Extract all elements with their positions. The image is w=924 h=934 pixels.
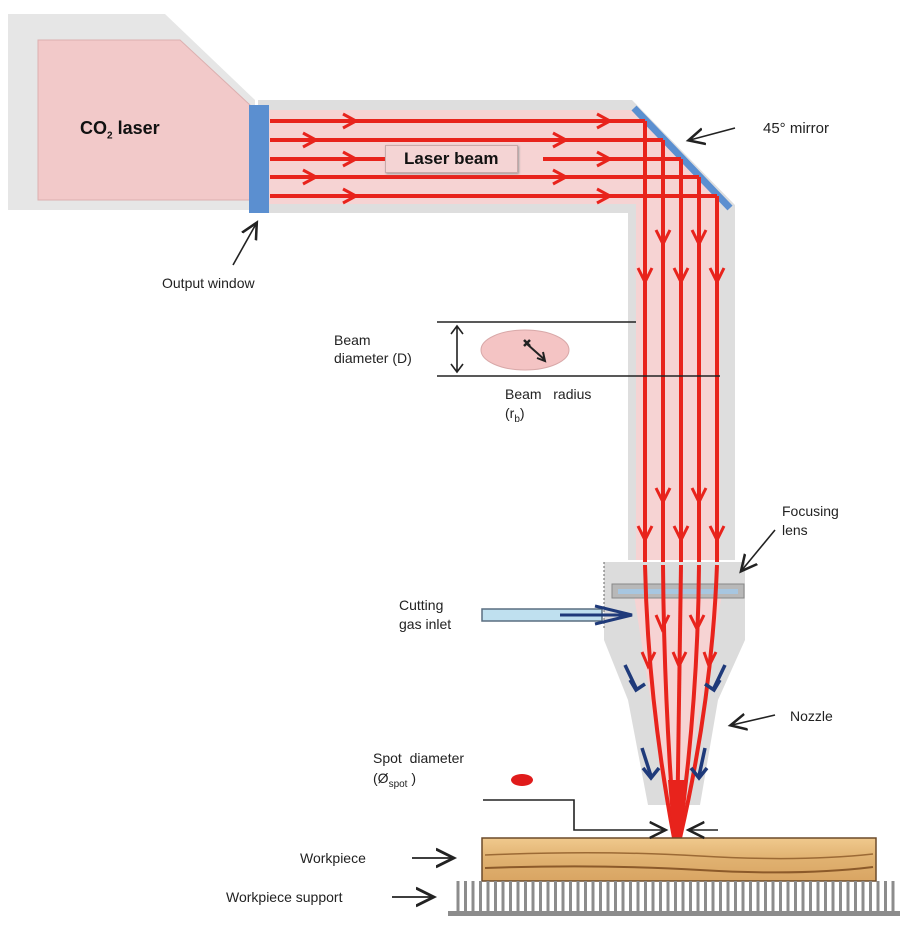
focusing-lens bbox=[618, 589, 738, 594]
gas-inlet-label-2: gas inlet bbox=[399, 616, 452, 632]
vertical-beam-arrowheads bbox=[636, 229, 726, 544]
nozzle-label: Nozzle bbox=[790, 708, 833, 724]
beam-cross-section bbox=[480, 329, 570, 371]
mirror-45 bbox=[631, 105, 733, 211]
output-window-pointer bbox=[232, 224, 256, 266]
output-window-label: Output window bbox=[162, 275, 255, 291]
workpiece bbox=[481, 837, 877, 882]
workpiece-support-label: Workpiece support bbox=[226, 889, 343, 905]
mirror-label: 45° mirror bbox=[763, 120, 830, 137]
horizontal-beam-arrowheads bbox=[302, 112, 614, 205]
spot-pointer bbox=[483, 799, 664, 830]
workpiece-support bbox=[456, 881, 895, 912]
spot-dot bbox=[511, 774, 533, 786]
spot-diameter-label-1: Spot diameter bbox=[373, 750, 465, 766]
beam-radius-label-1: Beam radius bbox=[505, 386, 592, 402]
gas-inlet-arrow bbox=[594, 604, 633, 626]
output-window bbox=[249, 105, 269, 213]
laser-beam-label: Laser beam bbox=[385, 145, 518, 173]
co2-laser-label: CO2 laser bbox=[80, 118, 160, 142]
workpiece-label: Workpiece bbox=[300, 850, 366, 866]
lens-pointer bbox=[742, 529, 776, 570]
converging-arrowheads bbox=[640, 614, 718, 670]
spot-diameter-label-2: (Øspot ) bbox=[373, 770, 417, 790]
focusing-lens-label-2: lens bbox=[782, 522, 808, 538]
nozzle-pointer bbox=[732, 715, 776, 725]
gas-inlet-label-1: Cutting bbox=[399, 597, 444, 613]
focused-spot-beam bbox=[668, 780, 686, 840]
beam-radius-label-2: (rb) bbox=[505, 405, 525, 425]
beam-diameter-arrow bbox=[450, 324, 464, 374]
beam-radius-arrow bbox=[526, 343, 547, 363]
gas-flow-arrows bbox=[623, 664, 727, 781]
beam-diameter-label-2: diameter (D) bbox=[334, 350, 412, 366]
mirror-pointer bbox=[690, 127, 736, 140]
focusing-lens-label-1: Focusing bbox=[782, 503, 839, 519]
beam-diameter-label-1: Beam bbox=[334, 332, 371, 348]
